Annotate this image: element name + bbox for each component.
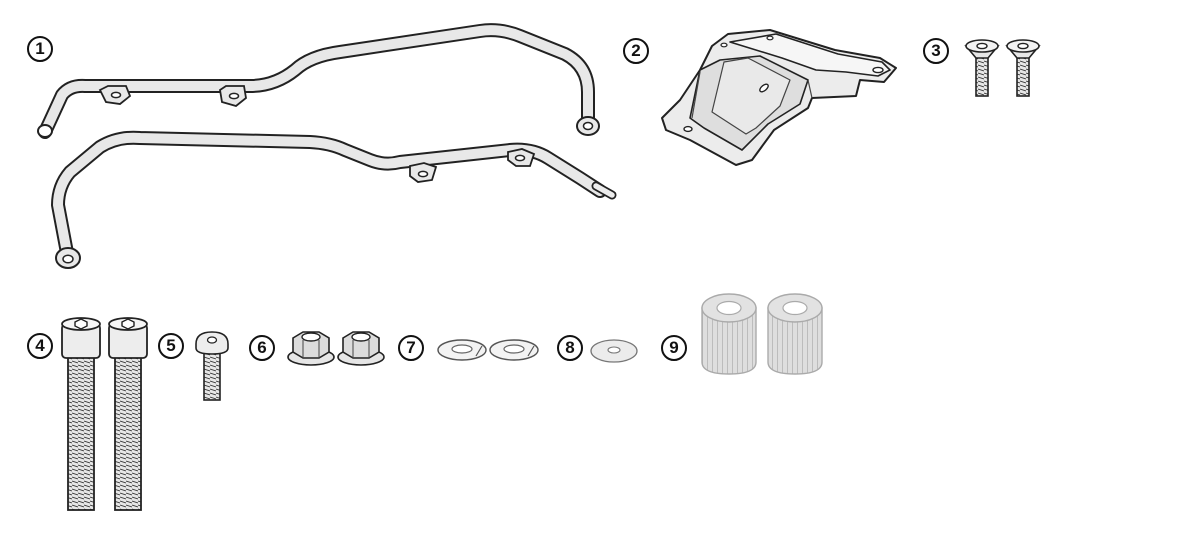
callout-5-label: 5 xyxy=(166,336,176,355)
spring-washers-icon xyxy=(437,339,539,361)
callout-6-label: 6 xyxy=(257,338,267,357)
callout-2: 2 xyxy=(623,38,649,64)
callout-8-label: 8 xyxy=(565,338,575,357)
socket-head-bolts-icon xyxy=(61,317,148,511)
callout-9: 9 xyxy=(661,335,687,361)
callout-9-label: 9 xyxy=(669,338,679,357)
callout-7-label: 7 xyxy=(406,338,416,357)
tubular-side-frames-icon xyxy=(37,23,617,269)
callout-3: 3 xyxy=(923,38,949,64)
spacers-icon xyxy=(701,293,823,375)
callout-4: 4 xyxy=(27,333,53,359)
flange-nuts-icon xyxy=(287,331,385,366)
callout-3-label: 3 xyxy=(931,41,941,60)
callout-5: 5 xyxy=(158,333,184,359)
callout-1: 1 xyxy=(27,36,53,62)
upper-frame xyxy=(37,23,600,139)
callout-1-label: 1 xyxy=(35,39,45,58)
flat-washer-icon xyxy=(590,339,638,363)
callout-4-label: 4 xyxy=(35,336,45,355)
button-head-screw-icon xyxy=(195,331,229,401)
callout-8: 8 xyxy=(557,335,583,361)
lower-frame xyxy=(51,130,617,269)
mounting-plate-icon xyxy=(661,29,897,166)
callout-7: 7 xyxy=(398,335,424,361)
countersunk-screws-icon xyxy=(964,39,1041,97)
callout-6: 6 xyxy=(249,335,275,361)
callout-2-label: 2 xyxy=(631,41,641,60)
